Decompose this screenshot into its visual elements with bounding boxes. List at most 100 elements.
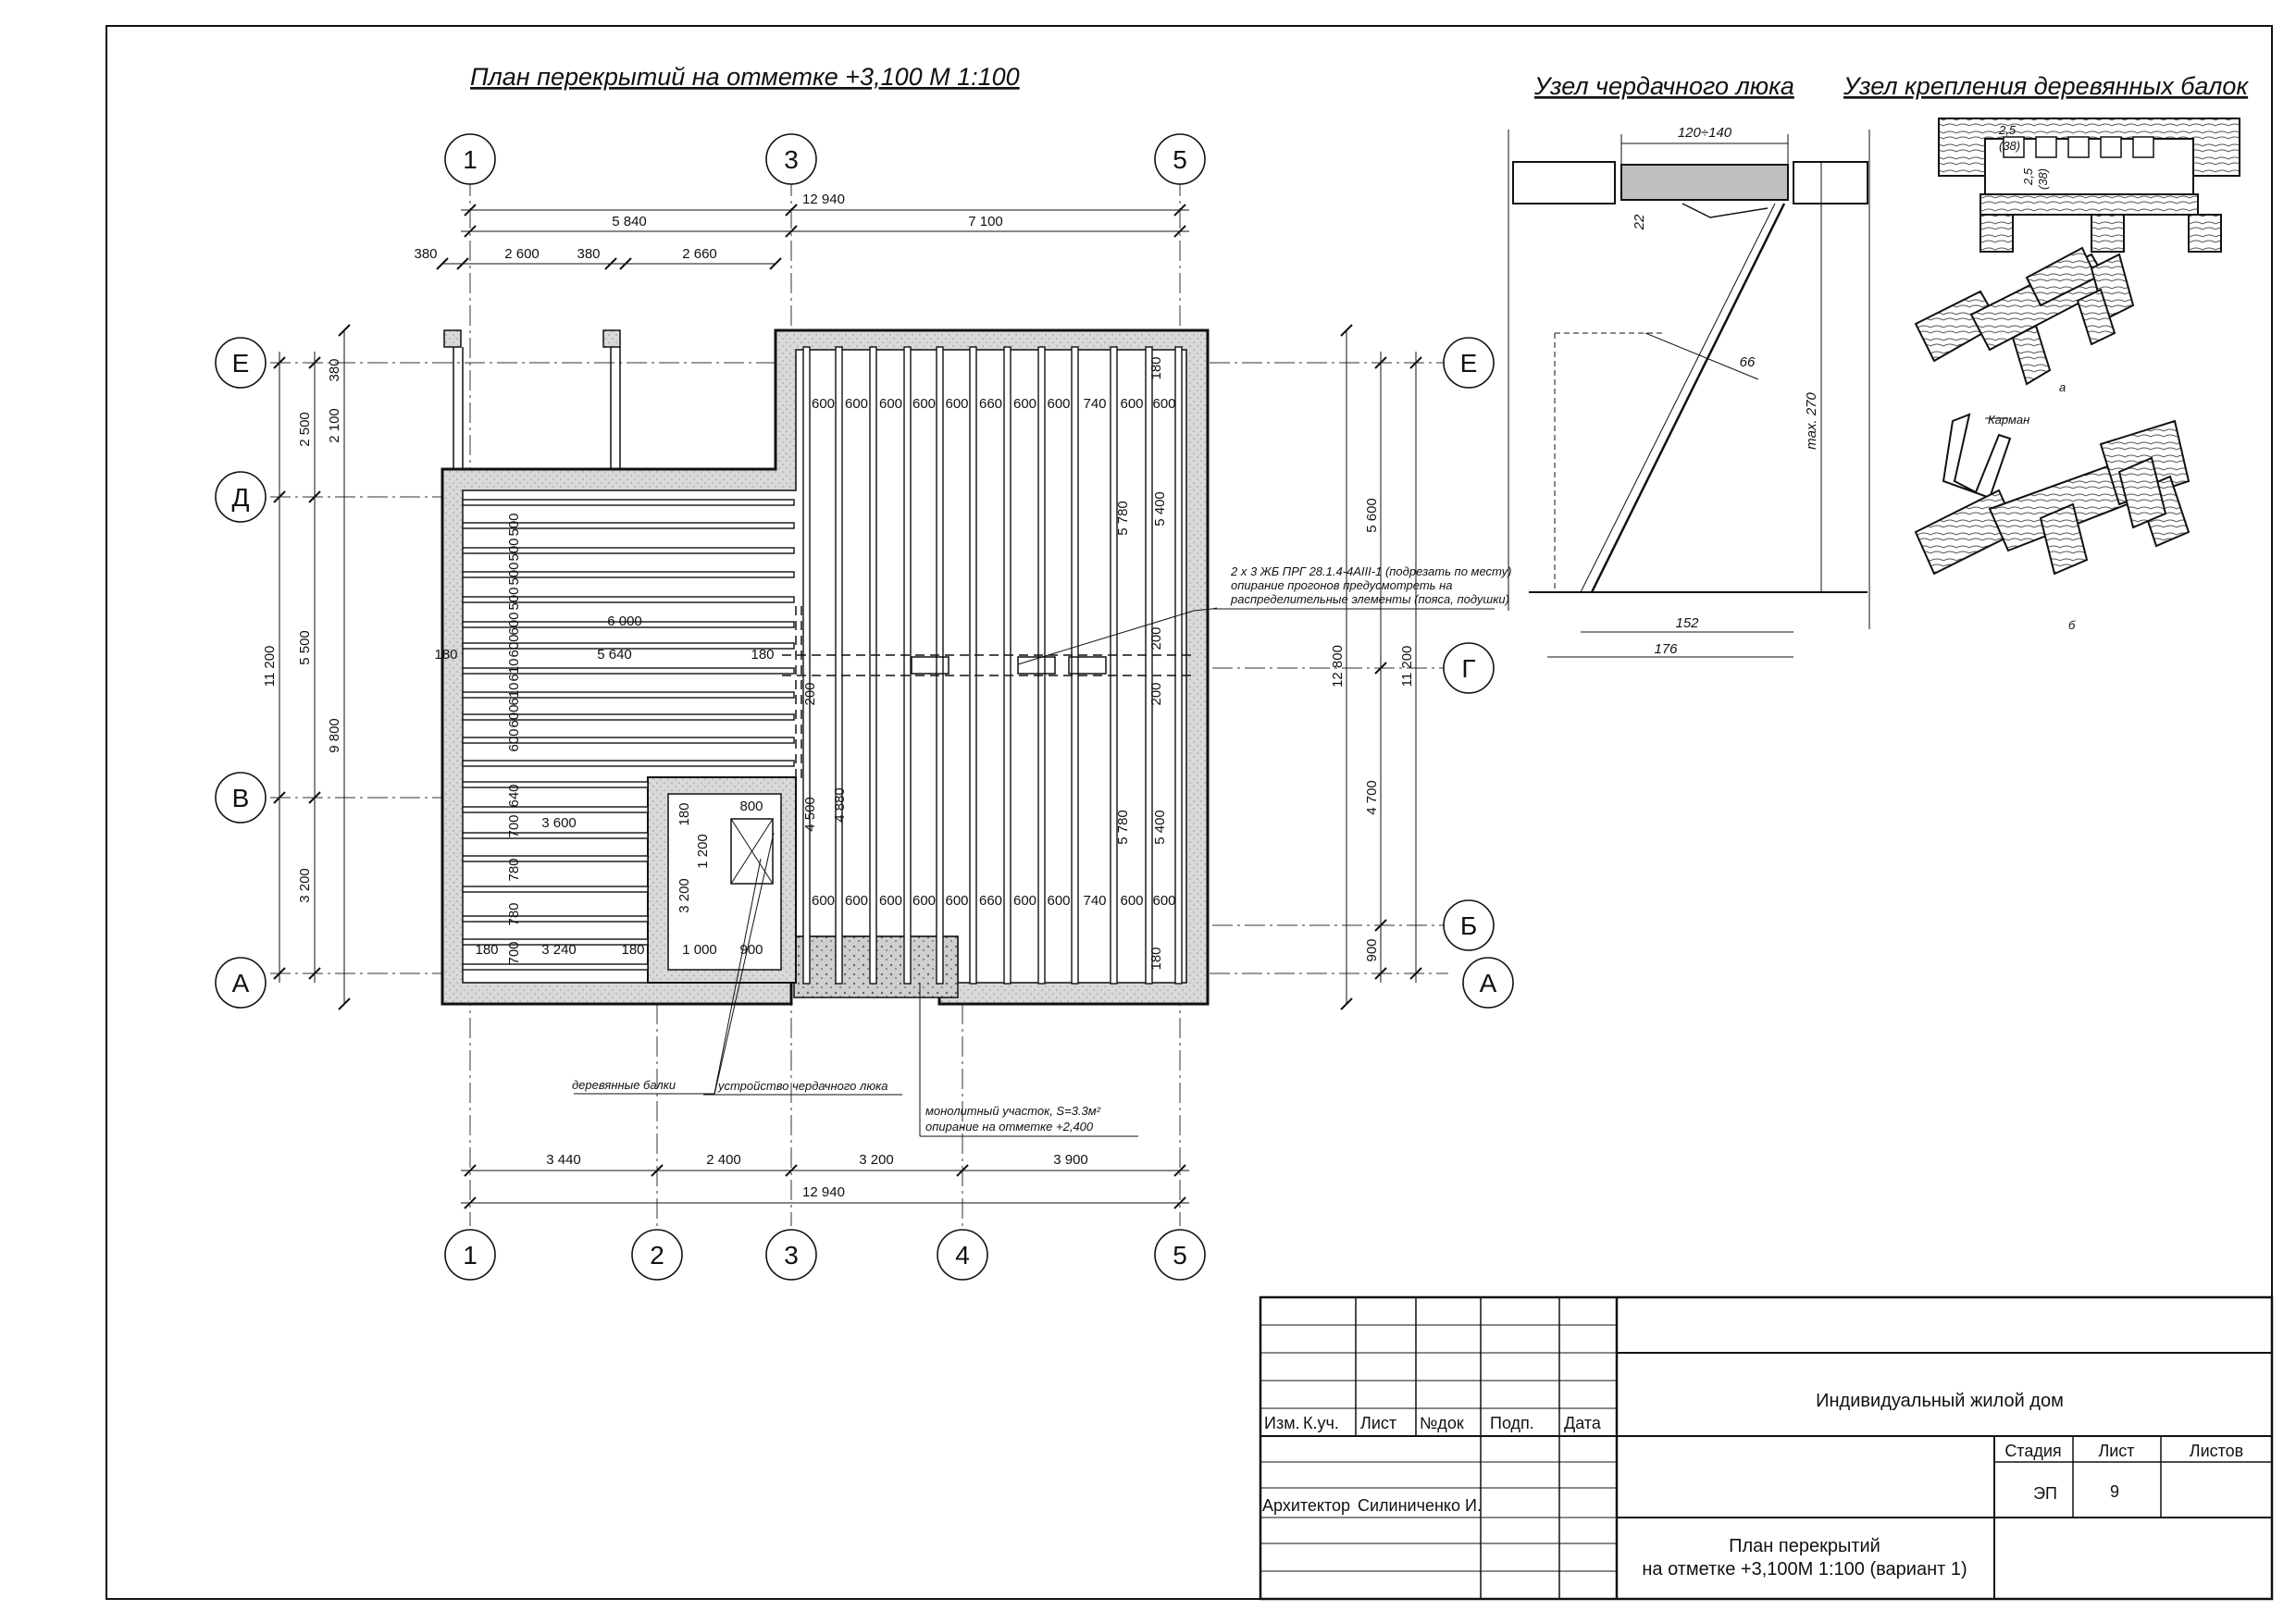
spacing-label: 600 — [945, 396, 968, 412]
joist — [835, 346, 843, 985]
axis-left-V: В — [232, 784, 250, 812]
spacing-label: 600 — [1152, 396, 1175, 412]
joist — [462, 737, 795, 744]
spacing-col-left: 5005005005006006006106106006006407007807… — [506, 513, 522, 964]
stamp-stage: ЭП — [2033, 1484, 2057, 1503]
hatch-node-title: Узел чердачного люка — [1533, 72, 1794, 100]
sheet-frame — [105, 25, 2273, 1600]
hatch-base2: 176 — [1654, 641, 1678, 657]
spacing-label: 500 — [506, 562, 522, 585]
spacing-label: 700 — [506, 941, 522, 964]
joist — [1037, 346, 1046, 985]
dim-top-d: 2 660 — [682, 246, 717, 262]
hatch-thick: 22 — [1632, 214, 1647, 230]
dim-right-outer2: 11 200 — [1399, 646, 1415, 688]
spacing-label: 610 — [506, 682, 522, 705]
joist — [462, 522, 795, 529]
axis-bubbles-left — [215, 337, 267, 1009]
spacing-label: 600 — [812, 893, 835, 909]
note-monolith-1: монолитный участок, S=3.3м² — [925, 1104, 1101, 1118]
hatch-angle: 66 — [1740, 354, 1756, 370]
joist — [462, 915, 649, 923]
joist — [1003, 346, 1011, 985]
axis-bubbles-right — [1443, 337, 1514, 1009]
hatch-width: 120÷140 — [1678, 125, 1732, 141]
axis-right-E: Е — [1460, 349, 1478, 378]
dim-top-c: 380 — [577, 246, 600, 262]
v-200b: 200 — [1148, 682, 1164, 705]
spacing-label: 500 — [506, 587, 522, 610]
beam-d1: 2,5 — [1998, 123, 2017, 137]
dim-right-inner-2: 4 700 — [1364, 780, 1380, 815]
spacing-label: 600 — [506, 634, 522, 657]
axis-bubbles-top — [444, 133, 1206, 185]
right-5400b: 5 400 — [1152, 810, 1168, 845]
axis-right-B: Б — [1460, 911, 1477, 940]
plan-title: План перекрытий на отметке +3,100 М 1:10… — [470, 63, 1020, 91]
joist — [462, 713, 795, 721]
joist — [462, 691, 795, 699]
stair-900: 900 — [739, 942, 763, 958]
stair-3200: 3 200 — [676, 878, 692, 913]
spacing-label: 600 — [845, 893, 868, 909]
spacing-label: 740 — [1083, 893, 1106, 909]
beam-d2: (38) — [1999, 139, 2020, 153]
joist — [462, 571, 795, 578]
dim-bottom-3: 3 200 — [859, 1152, 894, 1168]
dim-top-total: 12 940 — [802, 192, 845, 207]
axis-bubbles-bottom — [444, 1229, 1206, 1281]
v-200c: 200 — [802, 682, 818, 705]
joist — [1110, 346, 1118, 985]
spacing-label: 610 — [506, 658, 522, 681]
attic-hatch — [730, 818, 774, 885]
spacing-label: 600 — [506, 612, 522, 635]
stair-1200: 1 200 — [695, 834, 711, 869]
hatch-detail — [1508, 130, 1870, 658]
beam-detail-section — [1938, 118, 2240, 253]
joist — [462, 499, 795, 506]
beam-joint-a — [1914, 246, 2135, 386]
joist — [969, 346, 977, 985]
v-180a: 180 — [1148, 356, 1164, 379]
spacing-label: 500 — [506, 538, 522, 561]
dim-top-b: 2 600 — [504, 246, 540, 262]
dim-right-outer: 12 800 — [1330, 645, 1346, 688]
axis-left-A: А — [232, 969, 250, 997]
stamp-sheet-h: Лист — [2098, 1442, 2134, 1460]
axis-bottom-2: 2 — [650, 1241, 664, 1270]
spacing-label: 600 — [879, 893, 902, 909]
joist — [1145, 346, 1153, 985]
spacing-label: 600 — [845, 396, 868, 412]
spacing-label: 600 — [506, 704, 522, 727]
axis-bottom-3: 3 — [784, 1241, 799, 1270]
right-5780a: 5 780 — [1115, 501, 1131, 536]
stamp-sheet: 9 — [2110, 1482, 2119, 1501]
joist — [462, 547, 795, 554]
note-purlin-1: 2 х 3 ЖБ ПРГ 28.1.4-4АIII-1 (подрезать п… — [1230, 564, 1511, 578]
stamp-col-podp: Подп. — [1490, 1414, 1534, 1432]
joist — [869, 346, 877, 985]
spacing-label: 600 — [1047, 893, 1070, 909]
left-wing-beams — [462, 499, 795, 971]
joist — [462, 938, 649, 946]
purlin — [782, 606, 1194, 782]
v-180b: 180 — [1148, 947, 1164, 970]
spacing-label: 600 — [912, 396, 936, 412]
joist — [462, 855, 649, 862]
span-3240: 3 240 — [541, 942, 577, 958]
stamp-col-ndok: №док — [1420, 1414, 1464, 1432]
spacing-label: 600 — [1047, 396, 1070, 412]
spacing-label: 600 — [506, 728, 522, 751]
dim-left-inner-3: 9 800 — [327, 718, 342, 753]
portico — [443, 329, 621, 469]
axis-left-D: Д — [232, 483, 250, 512]
note-wood-beams: деревянные балки — [572, 1078, 676, 1092]
joist — [462, 642, 795, 650]
axis-bottom-1: 1 — [463, 1241, 478, 1270]
joist — [462, 832, 649, 839]
stamp-sheets-h: Листов — [2190, 1442, 2243, 1460]
span-3600: 3 600 — [541, 815, 577, 831]
